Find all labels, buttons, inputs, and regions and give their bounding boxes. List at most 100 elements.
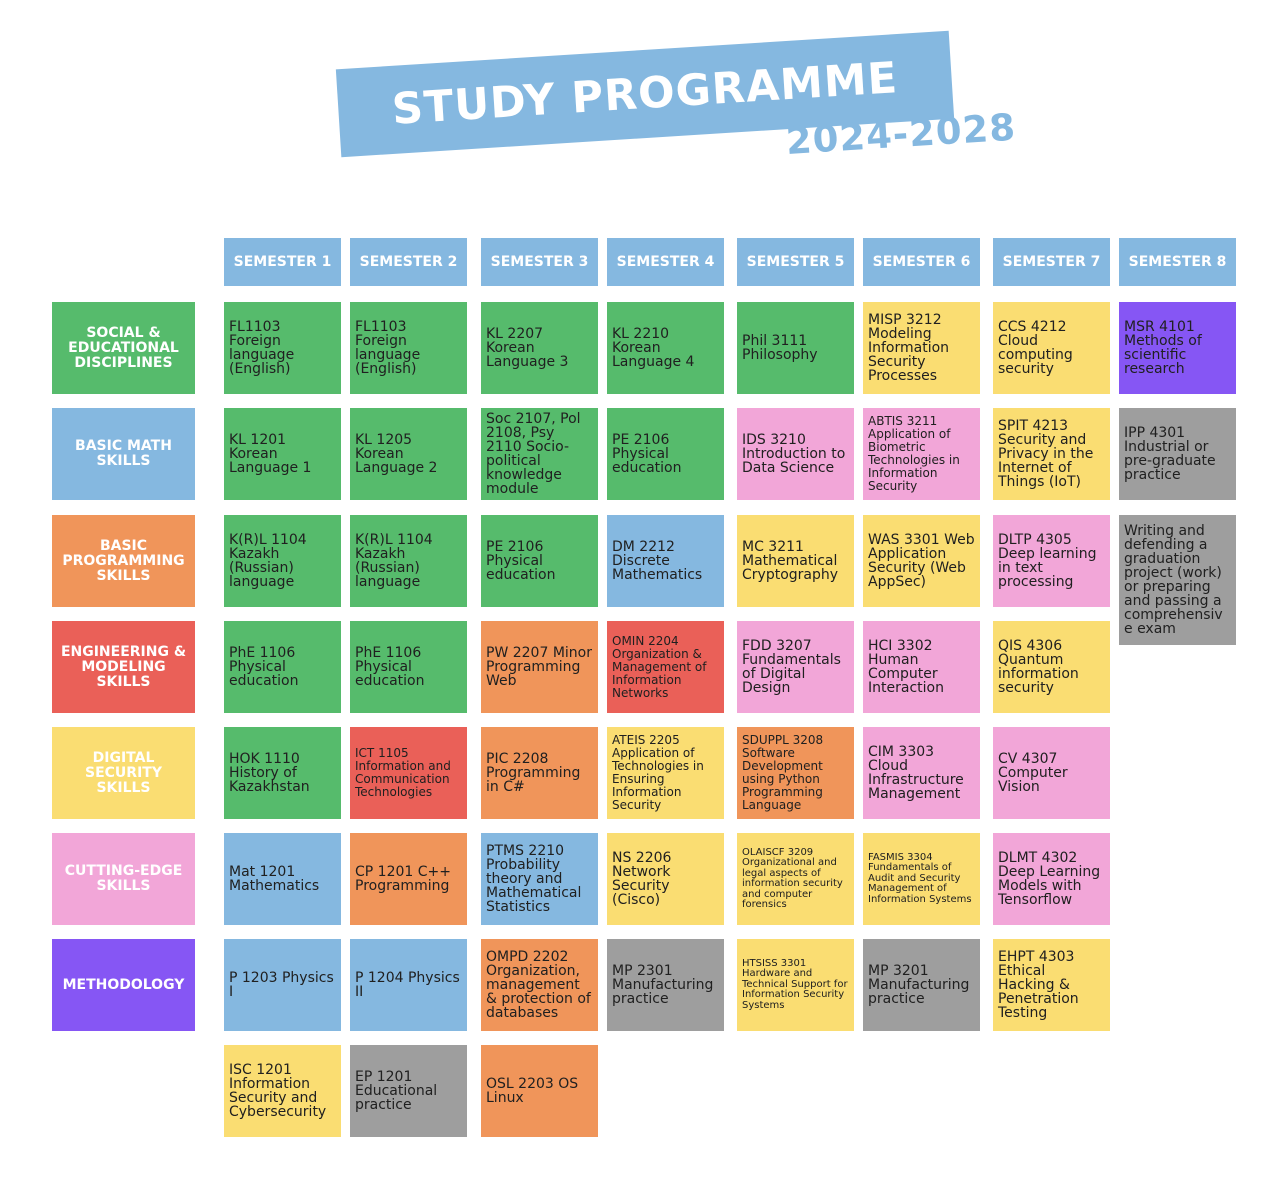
semester-header-5: SEMESTER 5	[737, 238, 854, 286]
course-text: KL 1205 Korean Language 2	[355, 432, 438, 476]
course-card: P 1204 Physics II	[350, 939, 467, 1031]
course-card: MC 3211 Mathematical Cryptography	[737, 515, 854, 607]
course-card: PTMS 2210 Probability theory and Mathema…	[481, 833, 598, 925]
category-label-7: METHODOLOGY	[52, 939, 195, 1031]
course-card: Writing and defending a graduation proje…	[1119, 515, 1236, 645]
semester-header-8: SEMESTER 8	[1119, 238, 1236, 286]
category-label-text: METHODOLOGY	[62, 976, 185, 993]
course-text: CV 4307 Computer Vision	[998, 751, 1068, 795]
course-text: DLTP 4305 Deep learning in text processi…	[998, 532, 1097, 590]
course-text: CP 1201 C++ Programming	[355, 864, 451, 894]
category-label-text: CUTTING-EDGE SKILLS	[64, 863, 183, 894]
category-label-text: BASIC MATH SKILLS	[75, 438, 172, 469]
course-text: CIM 3303 Cloud Infrastructure Management	[868, 744, 964, 802]
course-text: IDS 3210 Introduction to Data Science	[742, 432, 846, 476]
course-text: K(R)L 1104 Kazakh (Russian) language	[355, 532, 433, 590]
course-card: KL 1205 Korean Language 2	[350, 408, 467, 500]
course-text: PE 2106 Physical education	[486, 539, 556, 583]
course-card: K(R)L 1104 Kazakh (Russian) language	[350, 515, 467, 607]
course-card: KL 2210 Korean Language 4	[607, 302, 724, 394]
course-text: FASMIS 3304 Fundamentals of Audit and Se…	[868, 851, 972, 905]
course-card: Soc 2107, Pol 2108, Psy 2110 Socio-polit…	[481, 408, 598, 500]
course-card: MP 2301 Manufacturing practice	[607, 939, 724, 1031]
course-card: PW 2207 Minor Programming Web	[481, 621, 598, 713]
course-card: PE 2106 Physical education	[607, 408, 724, 500]
course-card: KL 1201 Korean Language 1	[224, 408, 341, 500]
category-label-4: ENGINEERING & MODELING SKILLS	[52, 621, 195, 713]
course-text: WAS 3301 Web Application Security (Web A…	[868, 532, 975, 590]
course-card: FL1103 Foreign language (English)	[224, 302, 341, 394]
course-text: KL 2210 Korean Language 4	[612, 326, 695, 370]
course-card: HTSISS 3301 Hardware and Technical Suppo…	[737, 939, 854, 1031]
course-text: KL 1201 Korean Language 1	[229, 432, 312, 476]
course-card: PhE 1106 Physical education	[224, 621, 341, 713]
course-text: KL 2207 Korean Language 3	[486, 326, 569, 370]
course-card: CCS 4212 Cloud computing security	[993, 302, 1110, 394]
course-text: PhE 1106 Physical education	[229, 645, 299, 689]
course-card: PIC 2208 Programming in C#	[481, 727, 598, 819]
course-card: IPP 4301 Industrial or pre-graduate prac…	[1119, 408, 1236, 500]
course-card: SDUPPL 3208 Software Development using P…	[737, 727, 854, 819]
category-label-2: BASIC MATH SKILLS	[52, 408, 195, 500]
course-text: EP 1201 Educational practice	[355, 1069, 438, 1113]
course-text: OLAISCF 3209 Organizational and legal as…	[742, 846, 843, 910]
course-card: P 1203 Physics I	[224, 939, 341, 1031]
course-text: DLMT 4302 Deep Learning Models with Tens…	[998, 850, 1101, 908]
course-card: PE 2106 Physical education	[481, 515, 598, 607]
course-text: ATEIS 2205 Application of Technologies i…	[612, 733, 704, 812]
course-text: PhE 1106 Physical education	[355, 645, 425, 689]
course-card: FASMIS 3304 Fundamentals of Audit and Se…	[863, 833, 980, 925]
course-text: HCI 3302 Human Computer Interaction	[868, 638, 944, 696]
course-card: OLAISCF 3209 Organizational and legal as…	[737, 833, 854, 925]
course-text: Soc 2107, Pol 2108, Psy 2110 Socio-polit…	[486, 411, 581, 497]
semester-header-4: SEMESTER 4	[607, 238, 724, 286]
course-card: OMIN 2204 Organization & Management of I…	[607, 621, 724, 713]
course-card: CP 1201 C++ Programming	[350, 833, 467, 925]
course-card: QIS 4306 Quantum information security	[993, 621, 1110, 713]
course-card: ATEIS 2205 Application of Technologies i…	[607, 727, 724, 819]
course-card: MSR 4101 Methods of scientific research	[1119, 302, 1236, 394]
course-card: CV 4307 Computer Vision	[993, 727, 1110, 819]
course-text: OSL 2203 OS Linux	[486, 1076, 579, 1106]
course-card: HCI 3302 Human Computer Interaction	[863, 621, 980, 713]
course-text: K(R)L 1104 Kazakh (Russian) language	[229, 532, 307, 590]
category-label-text: SOCIAL & EDUCATIONAL DISCIPLINES	[68, 324, 179, 371]
course-text: PIC 2208 Programming in C#	[486, 751, 581, 795]
course-card: FL1103 Foreign language (English)	[350, 302, 467, 394]
semester-header-3: SEMESTER 3	[481, 238, 598, 286]
semester-header-7: SEMESTER 7	[993, 238, 1110, 286]
course-text: CCS 4212 Cloud computing security	[998, 319, 1073, 377]
course-text: FDD 3207 Fundamentals of Digital Design	[742, 638, 841, 696]
semester-header-2: SEMESTER 2	[350, 238, 467, 286]
course-card: ICT 1105 Information and Communication T…	[350, 727, 467, 819]
category-label-text: BASIC PROGRAMMING SKILLS	[62, 537, 185, 584]
course-card: Mat 1201 Mathematics	[224, 833, 341, 925]
course-card: ABTIS 3211 Application of Biometric Tech…	[863, 408, 980, 500]
course-text: IPP 4301 Industrial or pre-graduate prac…	[1124, 425, 1216, 483]
course-text: Mat 1201 Mathematics	[229, 864, 320, 894]
course-text: Phil 3111 Philosophy	[742, 333, 818, 363]
course-text: ISC 1201 Information Security and Cybers…	[229, 1062, 327, 1120]
course-card: DM 2212 Discrete Mathematics	[607, 515, 724, 607]
category-label-text: ENGINEERING & MODELING SKILLS	[60, 643, 187, 690]
course-text: MP 3201 Manufacturing practice	[868, 963, 970, 1007]
category-label-5: DIGITAL SECURITY SKILLS	[52, 727, 195, 819]
course-card: DLMT 4302 Deep Learning Models with Tens…	[993, 833, 1110, 925]
category-label-6: CUTTING-EDGE SKILLS	[52, 833, 195, 925]
course-card: OMPD 2202 Organization, management & pro…	[481, 939, 598, 1031]
course-text: HOK 1110 History of Kazakhstan	[229, 751, 310, 795]
course-text: OMPD 2202 Organization, management & pro…	[486, 949, 591, 1021]
course-text: ABTIS 3211 Application of Biometric Tech…	[868, 414, 960, 493]
course-text: SDUPPL 3208 Software Development using P…	[742, 733, 824, 812]
course-text: EHPT 4303 Ethical Hacking & Penetration …	[998, 949, 1079, 1021]
semester-header-6: SEMESTER 6	[863, 238, 980, 286]
course-text: ICT 1105 Information and Communication T…	[355, 746, 451, 799]
course-card: MP 3201 Manufacturing practice	[863, 939, 980, 1031]
course-card: SPIT 4213 Security and Privacy in the In…	[993, 408, 1110, 500]
course-card: CIM 3303 Cloud Infrastructure Management	[863, 727, 980, 819]
course-card: K(R)L 1104 Kazakh (Russian) language	[224, 515, 341, 607]
course-card: NS 2206 Network Security (Cisco)	[607, 833, 724, 925]
course-card: EHPT 4303 Ethical Hacking & Penetration …	[993, 939, 1110, 1031]
semester-header-1: SEMESTER 1	[224, 238, 341, 286]
course-text: PE 2106 Physical education	[612, 432, 682, 476]
